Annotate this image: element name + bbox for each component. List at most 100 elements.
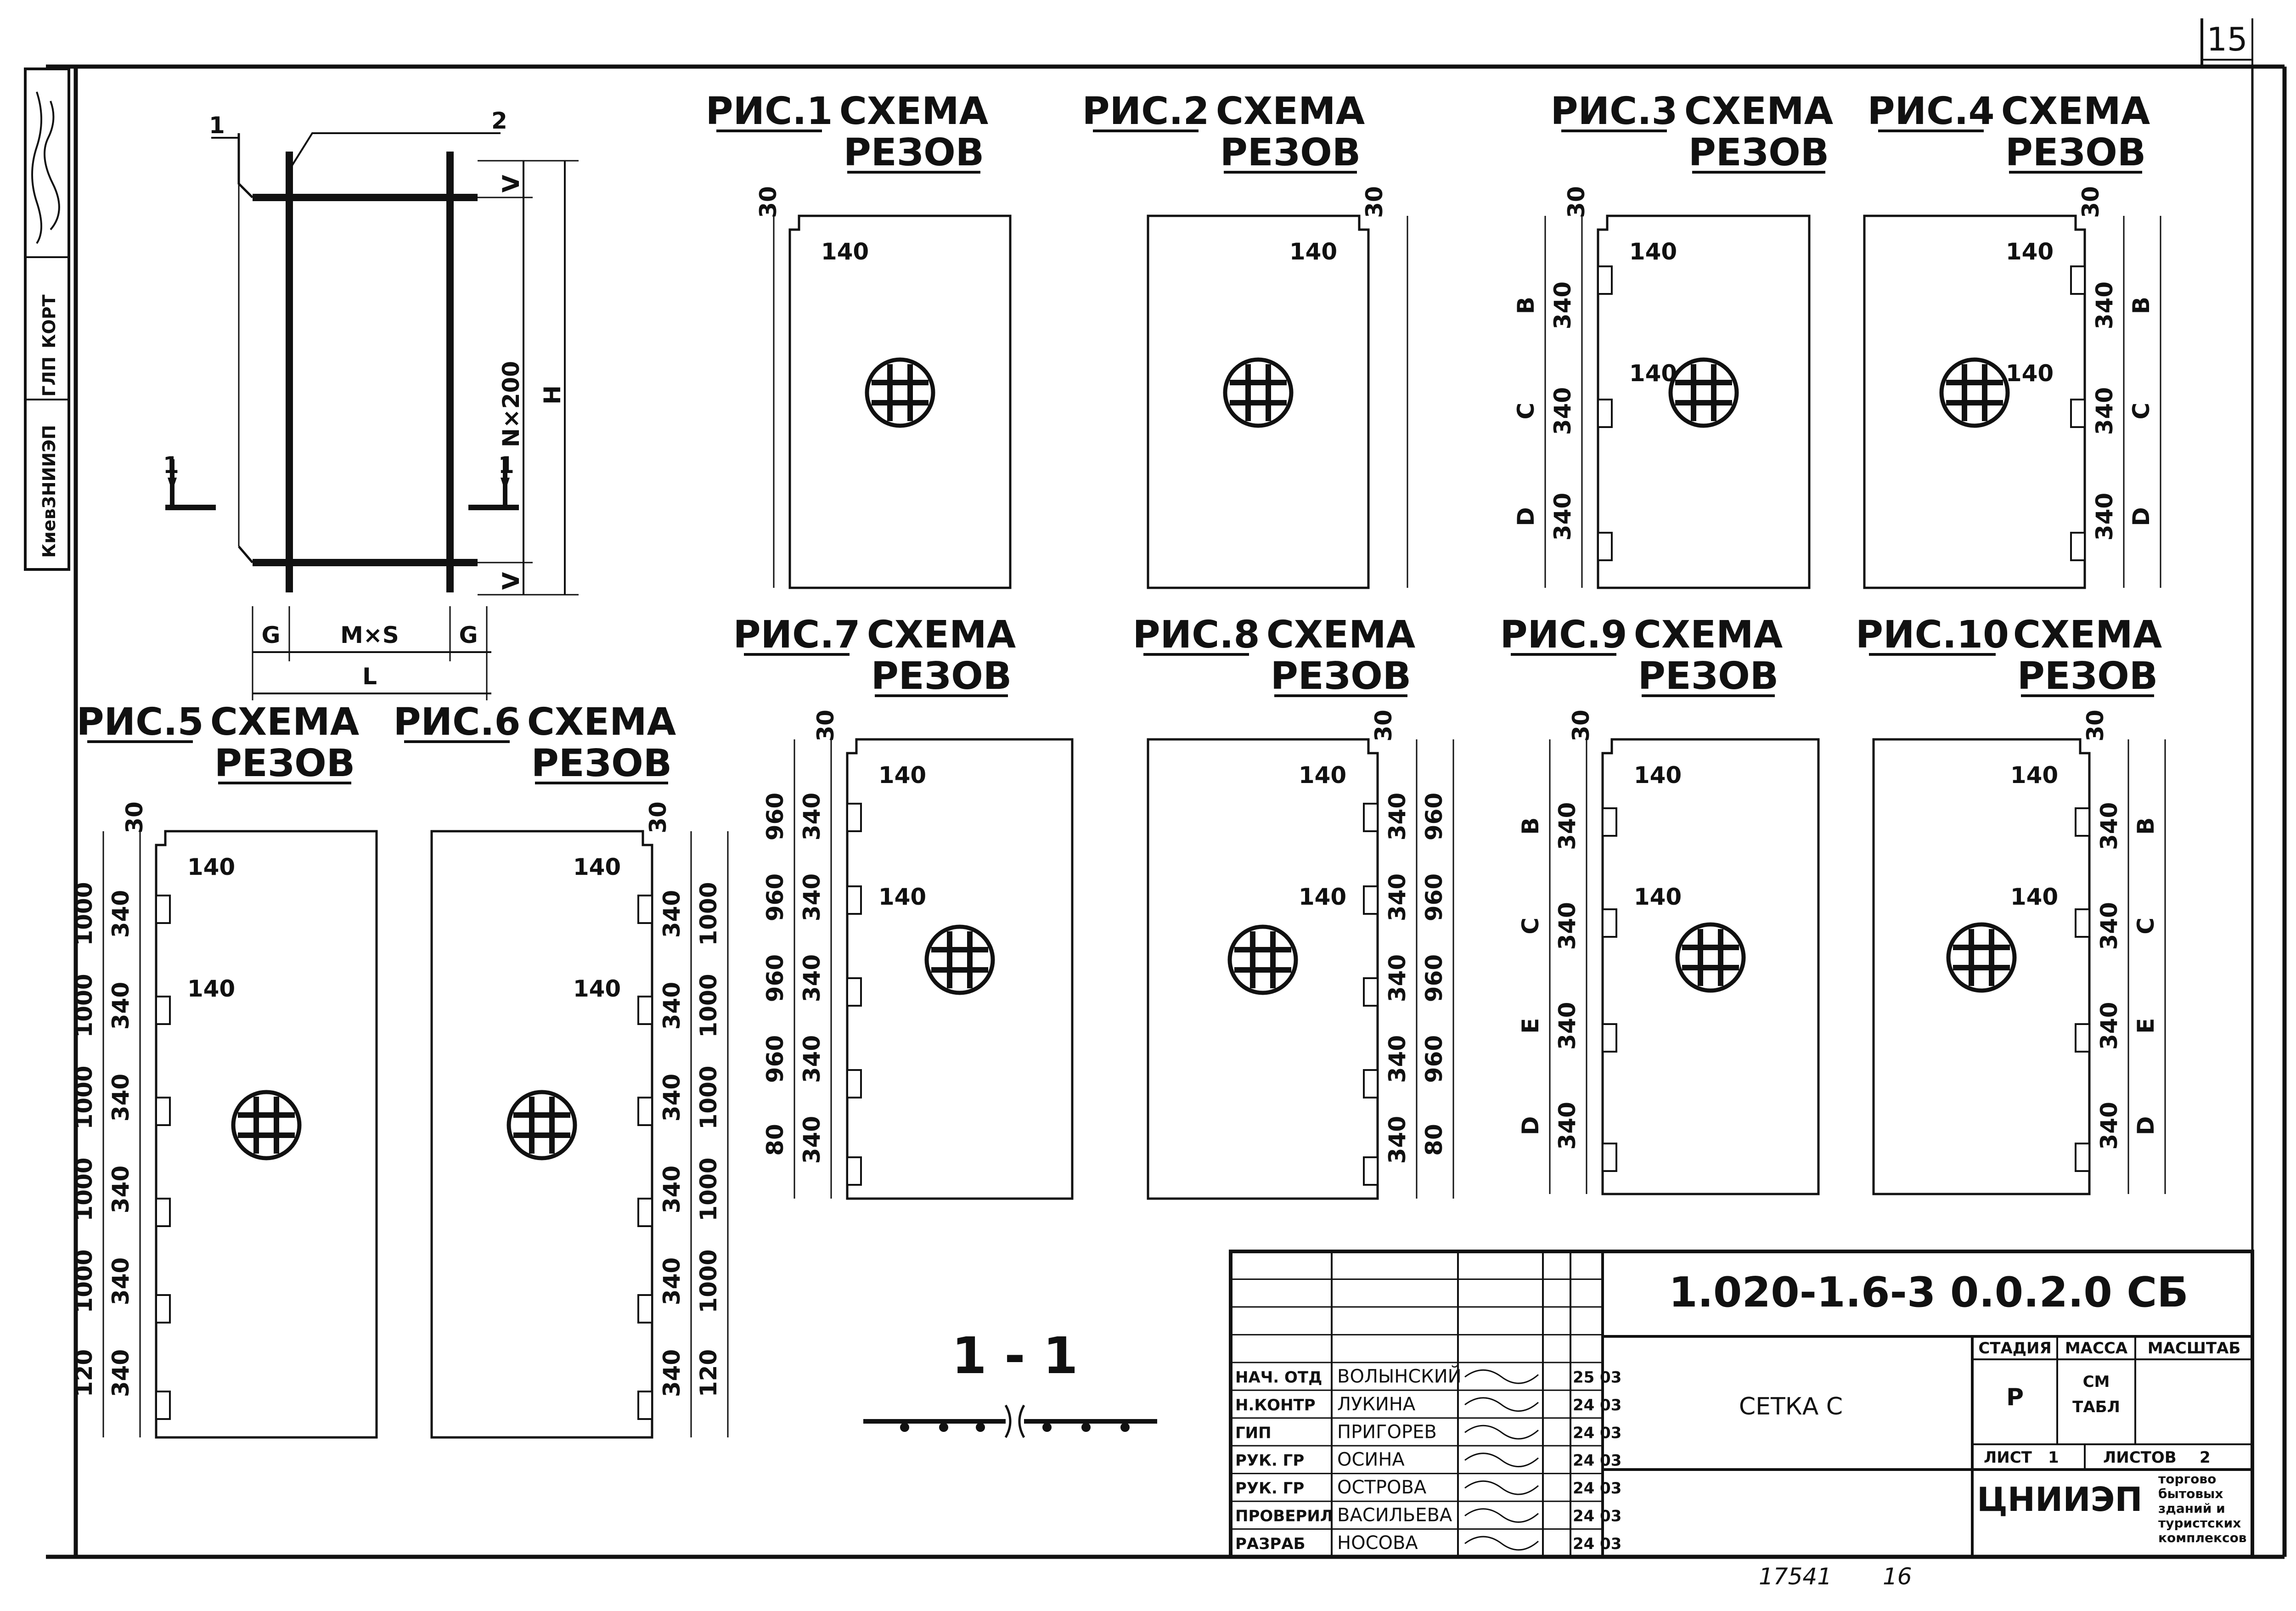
- figure-number: РИС.8: [1132, 613, 1260, 657]
- dim-l: L: [362, 663, 377, 690]
- mesh-symbol: [1946, 922, 2017, 993]
- signature-role: НАЧ. ОТД: [1235, 1368, 1322, 1386]
- dim-label-340: 340: [658, 1166, 685, 1213]
- dim-label-side: 1000: [695, 1065, 722, 1129]
- cut-slot: [637, 1097, 653, 1126]
- dim-label-30: 30: [812, 710, 839, 742]
- cut-slot: [846, 977, 862, 1007]
- dim-label-140b: 140: [1634, 884, 1682, 910]
- figure-number: РИС.5: [76, 700, 203, 744]
- dim-label-140b: 140: [1629, 360, 1677, 387]
- dim-label-side: C: [2133, 918, 2159, 935]
- dim-label-340: 340: [1384, 1035, 1411, 1083]
- designation: 1.020-1.6-3 0.0.2.0 СБ: [1669, 1268, 2189, 1317]
- plate-outline: [846, 738, 1074, 1200]
- dim-label-340: 340: [2096, 802, 2122, 850]
- signature-name: ВАСИЛЬЕВА: [1337, 1505, 1452, 1526]
- figure-caption-1: СХЕМА: [839, 90, 989, 133]
- figure-caption-1: СХЕМА: [1266, 613, 1416, 657]
- page-number: 16: [1883, 1563, 1912, 1590]
- stamp-text-2: ГЛП: [39, 356, 59, 397]
- dim-label-side: 1000: [695, 1249, 722, 1313]
- figure-number: РИС.2: [1082, 90, 1209, 133]
- dim-label-side: C: [2128, 403, 2155, 420]
- dim-label-side: E: [1517, 1018, 1544, 1034]
- dim-label-30: 30: [645, 801, 671, 834]
- cut-slot: [637, 1294, 653, 1324]
- signature-role: РУК. ГР: [1235, 1452, 1304, 1470]
- dim-label-340: 340: [107, 890, 134, 938]
- dim-v-bottom: V: [498, 572, 524, 590]
- cut-slot: [155, 1198, 171, 1227]
- dim-label-side: 960: [762, 1035, 788, 1083]
- dim-label-side: 80: [1421, 1124, 1447, 1156]
- figure-number: РИС.3: [1550, 90, 1677, 133]
- dim-label-side: D: [1513, 507, 1539, 526]
- cut-slot: [1363, 977, 1379, 1007]
- cut-slot: [1363, 1069, 1379, 1098]
- section-mark-left: 1: [163, 452, 179, 479]
- cut-slot: [155, 1294, 171, 1324]
- plate-outline: [1147, 738, 1379, 1200]
- dim-label-340: 340: [1554, 1102, 1581, 1149]
- figure-caption-1: СХЕМА: [210, 700, 360, 744]
- dim-label-140: 140: [1634, 762, 1682, 789]
- cut-slot: [846, 885, 862, 915]
- signature-date: 24 03: [1573, 1479, 1621, 1498]
- dim-label-340: 340: [1384, 793, 1411, 840]
- dim-label-340: 340: [1554, 1002, 1581, 1050]
- mass-value-2: ТАБЛ: [2072, 1398, 2120, 1416]
- cut-slot: [637, 996, 653, 1025]
- stamp-text-1: КОРТ: [39, 294, 59, 348]
- dim-label-30: 30: [1568, 710, 1594, 742]
- signature-role: Н.КОНТР: [1235, 1396, 1316, 1414]
- cut-slot: [1597, 532, 1613, 561]
- dim-label-140: 140: [1299, 762, 1346, 789]
- dim-label-340: 340: [658, 1349, 685, 1397]
- dim-label-340: 340: [107, 1074, 134, 1121]
- section-1-1: 1 - 1: [863, 1326, 1157, 1438]
- figure-caption-2: РЕЗОВ: [531, 742, 672, 785]
- org-note-5: комплексов: [2158, 1530, 2247, 1545]
- signature-name: ОСТРОВА: [1337, 1477, 1427, 1498]
- cut-slot: [2075, 1143, 2090, 1172]
- dim-label-30: 30: [2082, 710, 2109, 742]
- inventory-number: 17541: [1759, 1563, 1832, 1590]
- dim-label-side: C: [1517, 918, 1544, 935]
- cut-slot: [1602, 1143, 1617, 1172]
- plate-outline: [430, 830, 653, 1439]
- dim-label-140b: 140: [2006, 360, 2054, 387]
- org-note-3: зданий и: [2158, 1501, 2225, 1516]
- cut-slot: [2070, 532, 2086, 561]
- dim-label-340: 340: [2096, 1102, 2122, 1149]
- signature-date: 24 03: [1573, 1507, 1621, 1526]
- figure-caption-1: СХЕМА: [1684, 90, 1834, 133]
- section-label: 1 - 1: [951, 1326, 1078, 1385]
- left-stamp: КОРТ ГЛП КиевЗНИИЭП: [24, 68, 70, 571]
- cut-slot: [2075, 807, 2090, 837]
- figure-caption-1: СХЕМА: [2013, 613, 2162, 657]
- cut-slot: [1597, 265, 1613, 295]
- figure-number: РИС.10: [1856, 613, 2009, 657]
- cut-slot: [155, 895, 171, 924]
- dim-label-340: 340: [799, 954, 825, 1002]
- signature-role: РУК. ГР: [1235, 1479, 1304, 1498]
- signature-role: ПРОВЕРИЛ: [1235, 1507, 1333, 1526]
- cut-slot: [637, 1198, 653, 1227]
- plate-outline: [1872, 738, 2091, 1195]
- mass-header: МАССА: [2065, 1339, 2128, 1358]
- section-mark-right: 1: [498, 452, 514, 479]
- figure-number: РИС.4: [1867, 90, 1994, 133]
- sheet-value: 1: [2048, 1448, 2059, 1467]
- dim-label-30: 30: [121, 801, 148, 834]
- dim-label-340: 340: [658, 1074, 685, 1121]
- figure-number: РИС.1: [705, 90, 833, 133]
- figure-number: РИС.9: [1500, 613, 1627, 657]
- figure-caption-1: СХЕМА: [2001, 90, 2150, 133]
- dim-label-30: 30: [2077, 186, 2104, 218]
- cut-slot: [637, 1391, 653, 1420]
- signature-name: ЛУКИНА: [1337, 1394, 1416, 1415]
